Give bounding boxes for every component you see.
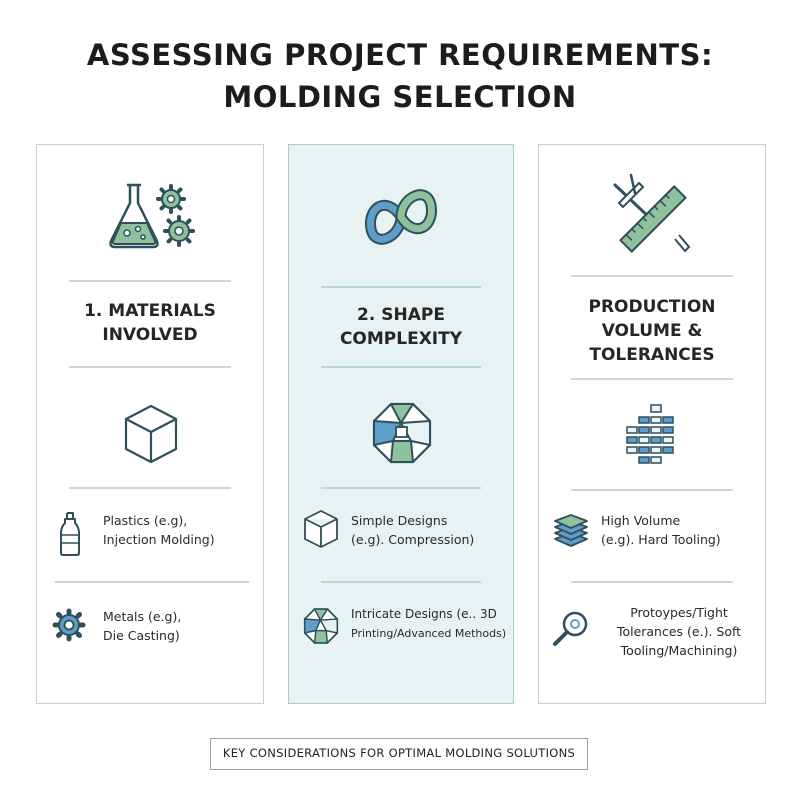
divider [571,275,733,277]
divider [571,378,733,380]
ruler-tools-icon [613,173,691,253]
prototypes-item: Protoypes/Tight Tolerances (e.). Soft To… [595,603,763,660]
intricate-designs-item: Intricate Designs (e.. 3D Printing/Advan… [351,605,515,643]
item-line: Die Casting) [103,628,180,643]
item-line: (e.g). Compression) [351,532,475,547]
divider [571,581,733,583]
page-title: ASSESSING PROJECT REQUIREMENTS: MOLDING … [0,34,800,118]
footer-caption: KEY CONSIDERATIONS FOR OPTIMAL MOLDING S… [210,738,588,770]
divider [69,487,231,489]
infinity-icon [365,189,437,245]
cube-icon [124,404,178,464]
high-volume-item: High Volume (e.g). Hard Tooling) [601,511,761,549]
divider [55,581,249,583]
heading-line-1: 2. SHAPE [357,305,445,325]
divider [69,366,231,368]
bottle-icon [60,512,80,556]
intricate-polyhedron-icon [303,608,339,644]
heading-line-1: 1. MATERIALS [84,301,216,321]
item-line: Intricate Designs (e.. 3D [351,607,497,621]
heading-line-2: INVOLVED [102,325,198,345]
production-volume-card: PRODUCTION VOLUME & TOLERANCES High Volu… [538,144,766,704]
item-line: Metals (e.g), [103,609,182,624]
divider [321,286,481,288]
item-line: Plastics (e.g), [103,513,188,528]
simple-cube-icon [304,510,338,548]
column-heading: 1. MATERIALS INVOLVED [37,299,263,347]
item-line: Tooling/Machining) [620,643,738,658]
metals-item: Metals (e.g), Die Casting) [103,607,263,645]
heading-line-2: VOLUME & [601,321,703,341]
title-line-1: ASSESSING PROJECT REQUIREMENTS: [86,38,714,72]
heading-line-3: TOLERANCES [589,345,715,365]
title-line-2: MOLDING SELECTION [223,80,577,114]
item-line: High Volume [601,513,681,528]
magnifier-icon [553,611,588,646]
heading-line-1: PRODUCTION [588,297,716,317]
divider [571,489,733,491]
shape-complexity-card: 2. SHAPE COMPLEXITY Simple Designs (e.g)… [288,144,514,704]
materials-card: 1. MATERIALS INVOLVED Plastics (e.g), In… [36,144,264,704]
stacked-parts-icon [626,404,674,464]
item-line: (e.g). Hard Tooling) [601,532,721,547]
item-line: Injection Molding) [103,532,215,547]
item-line: Tolerances (e.). Soft [616,624,742,639]
divider [321,366,481,368]
stack-layers-icon [554,514,588,547]
gear-icon [52,608,86,642]
item-line: Simple Designs [351,513,448,528]
plastics-item: Plastics (e.g), Injection Molding) [103,511,263,549]
heading-line-2: COMPLEXITY [339,329,463,349]
item-line: Protoypes/Tight [630,605,728,620]
simple-designs-item: Simple Designs (e.g). Compression) [351,511,511,549]
item-line: Printing/Advanced Methods) [351,627,507,640]
column-heading: 2. SHAPE COMPLEXITY [289,303,513,351]
divider [321,487,481,489]
column-heading: PRODUCTION VOLUME & TOLERANCES [539,295,765,367]
flask-gears-icon [109,183,195,249]
polyhedron-icon [372,402,432,464]
divider [321,581,481,583]
divider [69,280,231,282]
